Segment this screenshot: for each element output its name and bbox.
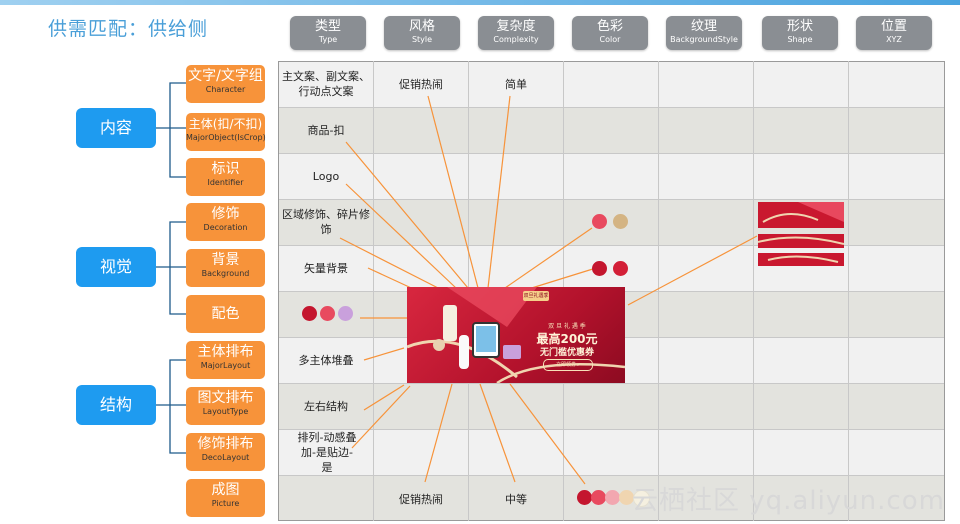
connector-line xyxy=(339,237,443,291)
color-swatch xyxy=(605,490,620,505)
banner-badge: 双旦礼遇季 xyxy=(523,291,549,301)
cell-text-style: 促销热闹 xyxy=(399,78,443,91)
cell-text-type: 矢量背景 xyxy=(304,262,348,275)
grid-row xyxy=(278,153,945,199)
connector-line xyxy=(427,95,479,289)
connector-line xyxy=(487,95,511,289)
bottle-icon xyxy=(443,305,457,341)
grid-row xyxy=(278,383,945,429)
cell-text-type: 主文案、副文案、行动点文案 xyxy=(282,70,370,98)
color-swatch xyxy=(613,261,628,276)
color-swatch xyxy=(633,490,650,507)
grid-row xyxy=(278,245,945,291)
color-swatch xyxy=(302,306,317,321)
category-structure: 结构 xyxy=(76,385,156,425)
color-swatch xyxy=(320,306,335,321)
connector-line xyxy=(351,385,411,449)
category-visual: 视觉 xyxy=(76,247,156,287)
grid-divider xyxy=(753,61,754,521)
grid-row xyxy=(278,107,945,153)
grid-row xyxy=(278,61,945,107)
cell-text-type: 区域修饰、碎片修饰 xyxy=(282,208,370,236)
connector-line xyxy=(363,347,405,361)
grid-row xyxy=(278,429,945,475)
connector-line xyxy=(504,227,593,289)
color-swatch xyxy=(338,306,353,321)
connector-line xyxy=(363,384,405,411)
color-swatch xyxy=(577,490,592,505)
cell-text-type: 左右结构 xyxy=(304,400,348,413)
bottle-icon xyxy=(459,335,469,369)
banner-art xyxy=(407,287,625,383)
connector-line xyxy=(345,183,457,289)
top-accent-bar xyxy=(0,0,960,5)
cell-text-type: 多主体堆叠 xyxy=(298,354,354,367)
cell-text-type: 排列-动感叠加-是贴边-是 xyxy=(297,431,357,474)
page-title: 供需匹配：供给侧 xyxy=(48,18,209,40)
color-swatch xyxy=(613,214,628,229)
color-swatch xyxy=(591,490,606,505)
connector-line xyxy=(627,235,758,306)
banner-line1: 双 旦 礼 遇 季 xyxy=(548,323,586,330)
banner-line2: 最高200元 xyxy=(536,332,598,346)
cell-text-style: 促销热闹 xyxy=(399,493,443,506)
color-swatch xyxy=(619,490,634,505)
grid-divider xyxy=(848,61,849,521)
sub-color: 配色 xyxy=(186,295,265,333)
color-swatch xyxy=(592,214,607,229)
picture-banner: 双旦礼遇季 双 旦 礼 遇 季 最高200元 无门槛优惠券 立即领券 ▸ xyxy=(407,287,625,383)
shape-thumbnail xyxy=(758,202,844,266)
category-content: 内容 xyxy=(76,108,156,148)
color-swatch xyxy=(592,261,607,276)
watermark: 云栖社区 yq.aliyun.com xyxy=(632,486,945,516)
tree-lines xyxy=(156,82,186,454)
grid-divider xyxy=(658,61,659,521)
connector-line xyxy=(509,383,586,485)
connector-line xyxy=(479,383,516,483)
sub-major-object: 主体(扣/不扣)MajorObject(IsCrop) xyxy=(186,113,266,151)
cell-text-complexity: 简单 xyxy=(505,78,527,91)
banner-line3: 无门槛优惠券 xyxy=(539,348,594,358)
banner-button: 立即领券 ▸ xyxy=(543,359,593,371)
connector-line xyxy=(424,383,453,483)
cell-text-type: 商品-扣 xyxy=(307,124,345,137)
connector-line xyxy=(345,141,469,289)
cell-text-complexity: 中等 xyxy=(505,493,527,506)
matrix-grid xyxy=(278,61,945,521)
cell-text-type: Logo xyxy=(312,170,340,183)
grid-divider xyxy=(373,61,374,521)
